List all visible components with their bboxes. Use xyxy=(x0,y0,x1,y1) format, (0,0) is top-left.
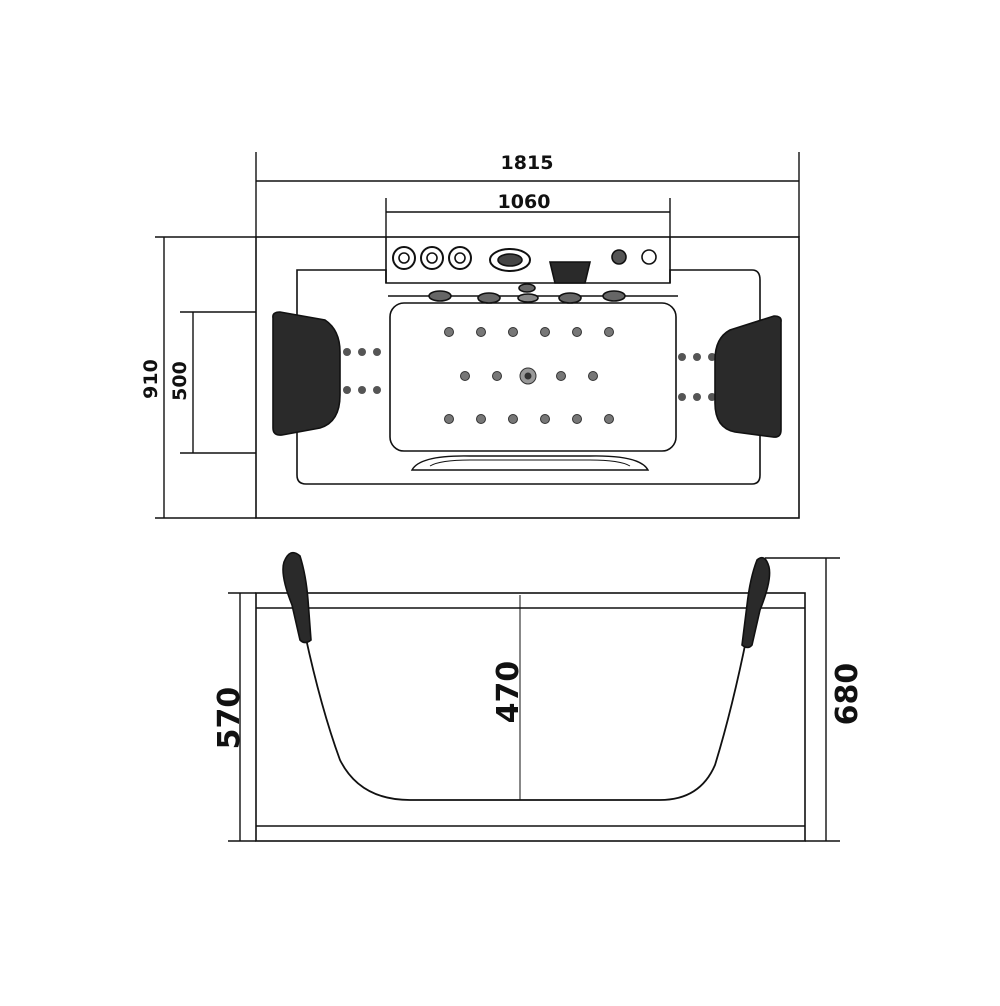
label-water-depth: 470 xyxy=(491,661,526,724)
top-view-inner-deck xyxy=(296,269,761,485)
top-view-basin xyxy=(389,302,677,452)
button-2-icon xyxy=(641,249,657,265)
top-view: 1815 1060 910 500 xyxy=(140,152,800,519)
bottom-handle xyxy=(410,455,650,471)
control-knobs xyxy=(392,246,657,284)
display-panel-icon xyxy=(548,261,592,284)
button-1-icon xyxy=(611,249,627,265)
side-jets xyxy=(343,348,716,401)
side-view-tub-body xyxy=(255,592,806,842)
control-panel-outline xyxy=(385,237,671,283)
knob-1-icon xyxy=(392,246,416,270)
side-view: 570 470 680 xyxy=(212,551,865,842)
right-pillow-icon xyxy=(741,556,771,649)
label-inner-width: 500 xyxy=(169,361,191,401)
side-view-basin-profile xyxy=(299,609,753,801)
label-tub-height: 570 xyxy=(212,687,247,750)
dim-panel-width xyxy=(385,198,671,237)
dim-overall-height xyxy=(765,557,840,842)
bottom-handle-inner xyxy=(429,459,631,467)
dim-inner-width xyxy=(180,311,256,454)
dim-tub-height xyxy=(228,592,256,842)
right-headrest-icon xyxy=(714,315,782,438)
deck-jets xyxy=(428,283,626,304)
label-panel-width: 1060 xyxy=(498,191,551,213)
knob-3-icon xyxy=(448,246,472,270)
dim-overall-width xyxy=(155,236,256,519)
left-pillow-icon xyxy=(282,551,312,644)
left-headrest-icon xyxy=(272,311,341,436)
basin-jets xyxy=(444,327,614,424)
label-overall-height: 680 xyxy=(830,663,865,726)
dim-overall-length xyxy=(255,152,800,237)
label-overall-width: 910 xyxy=(140,359,162,399)
knob-2-icon xyxy=(420,246,444,270)
label-overall-length: 1815 xyxy=(501,152,554,174)
top-view-outer-rim xyxy=(255,236,800,519)
speaker-grille-icon xyxy=(489,248,531,272)
